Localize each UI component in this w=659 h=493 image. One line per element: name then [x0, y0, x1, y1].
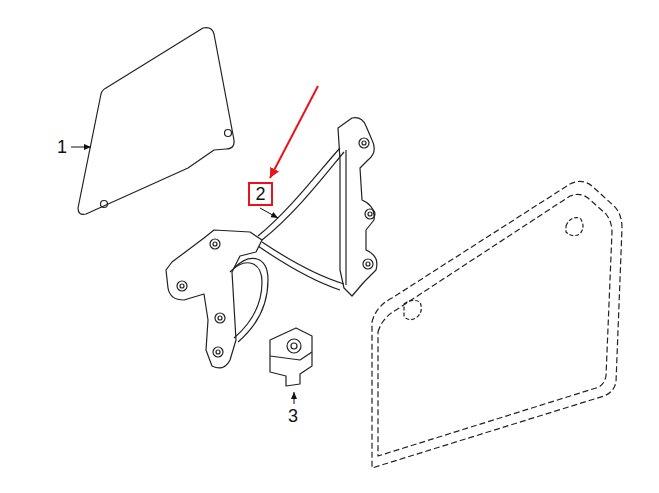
callout-number: 3: [288, 407, 298, 425]
callout-number: 2: [255, 185, 265, 203]
callout-number: 1: [57, 138, 67, 156]
callout-box: 2: [248, 182, 273, 206]
